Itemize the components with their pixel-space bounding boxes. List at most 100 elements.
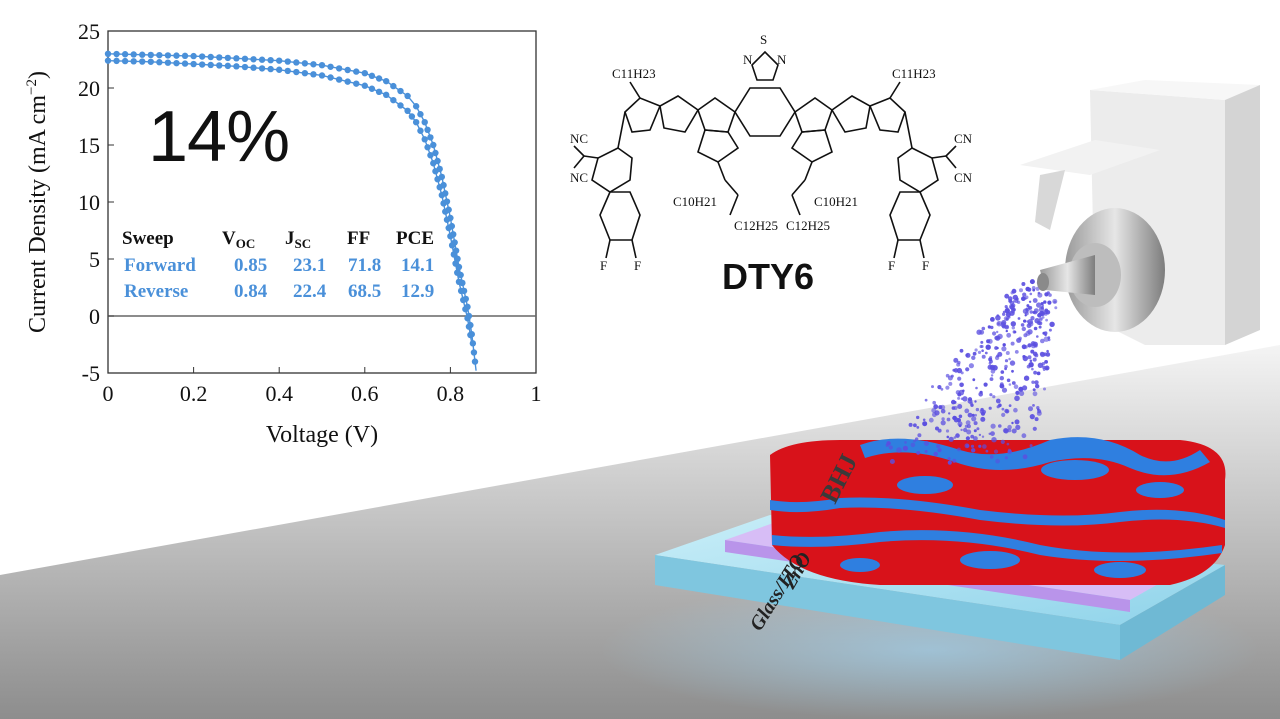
spray-nozzle <box>1020 80 1260 345</box>
spray-droplet <box>1028 406 1033 412</box>
data-point-reverse <box>465 323 473 330</box>
spray-droplet <box>933 404 939 410</box>
spray-droplet <box>940 387 944 391</box>
spray-droplet <box>1036 410 1042 416</box>
spray-droplet <box>1001 412 1006 417</box>
data-point-forward <box>181 52 189 60</box>
spray-droplet <box>948 381 953 386</box>
spray-droplet <box>1037 291 1041 295</box>
spray-droplet <box>1041 302 1044 305</box>
spray-droplet <box>957 376 962 381</box>
spray-droplet <box>1047 300 1052 305</box>
spray-droplet <box>1007 449 1012 454</box>
data-point-forward <box>164 52 172 59</box>
data-point-reverse <box>224 62 232 70</box>
spray-droplet <box>1006 442 1010 446</box>
spray-droplet <box>957 404 963 409</box>
spray-droplet <box>975 407 980 412</box>
spray-droplet <box>1032 388 1036 392</box>
spray-droplet <box>973 429 977 433</box>
spray-droplet <box>922 421 928 427</box>
spray-droplet <box>978 392 983 397</box>
data-point-reverse <box>434 176 441 183</box>
data-point-reverse <box>447 233 454 240</box>
spray-droplet <box>990 325 994 330</box>
spray-droplet <box>962 396 968 402</box>
spray-droplet <box>973 421 978 426</box>
spray-droplet <box>1005 351 1010 355</box>
data-point-forward <box>318 61 326 69</box>
data-point-forward <box>427 134 434 141</box>
data-point-forward <box>173 52 180 59</box>
spray-droplet <box>995 398 1001 404</box>
data-point-reverse <box>181 60 189 67</box>
spray-droplet <box>923 440 929 446</box>
data-point-reverse <box>216 62 223 69</box>
spray-droplet <box>1001 407 1005 411</box>
spray-droplet <box>946 417 951 422</box>
spray-droplet <box>1032 426 1037 431</box>
y-tick-label: 0 <box>89 304 100 329</box>
spray-droplet <box>971 355 976 360</box>
spray-droplet <box>985 449 989 453</box>
atom-label: C10H21 <box>673 194 717 209</box>
spray-droplet <box>989 393 993 397</box>
data-point-forward <box>233 55 240 62</box>
data-point-reverse <box>258 65 266 72</box>
data-point-reverse <box>310 71 317 78</box>
data-point-reverse <box>438 191 446 199</box>
spray-droplet <box>1014 395 1020 402</box>
spray-droplet <box>1037 408 1040 411</box>
data-point-reverse <box>368 85 376 92</box>
data-point-reverse <box>335 76 343 83</box>
data-point-forward <box>397 87 404 95</box>
spray-droplet <box>980 407 984 412</box>
spray-droplet <box>1039 310 1045 316</box>
spray-droplet <box>934 410 940 416</box>
spray-droplet <box>1022 292 1027 297</box>
atom-label: S <box>760 32 767 47</box>
spray-droplet <box>1014 419 1020 425</box>
spray-droplet <box>956 367 963 374</box>
data-point-forward <box>368 72 376 80</box>
spray-droplet <box>947 457 951 461</box>
spray-droplet <box>902 445 909 451</box>
data-point-forward <box>190 52 197 60</box>
spray-droplet <box>965 353 969 357</box>
spray-droplet <box>955 433 960 438</box>
spray-droplet <box>1020 323 1025 327</box>
spray-droplet <box>1022 454 1028 460</box>
data-point-reverse <box>130 58 137 65</box>
spray-droplet <box>960 428 963 432</box>
spray-droplet <box>1035 384 1040 389</box>
spray-droplet <box>1001 346 1007 352</box>
y-tick-label: 15 <box>78 133 100 158</box>
spray-droplet <box>960 397 964 401</box>
spray-droplet <box>998 403 1002 408</box>
series-layer <box>104 50 479 371</box>
spray-droplet <box>1002 343 1006 347</box>
spray-droplet <box>988 432 991 435</box>
spray-droplet <box>1011 369 1014 373</box>
spray-droplet <box>1028 362 1034 368</box>
spray-droplet <box>1006 410 1009 413</box>
y-tick-label: 25 <box>78 19 100 44</box>
data-point-reverse <box>147 58 154 65</box>
spray-droplet <box>981 349 984 353</box>
spray-droplet <box>981 326 986 331</box>
spray-droplet <box>924 450 928 453</box>
spray-droplet <box>1041 362 1046 366</box>
spray-droplet <box>1027 355 1032 360</box>
bhj-layer <box>770 437 1226 585</box>
table-cell: 12.9 <box>401 281 435 302</box>
spray-droplet <box>1008 404 1012 407</box>
spray-droplet <box>965 444 970 448</box>
data-point-forward <box>375 75 383 82</box>
spray-droplet <box>1008 357 1011 361</box>
spray-droplet <box>971 416 977 422</box>
spray-droplet <box>957 360 961 365</box>
spray-droplet <box>945 429 950 433</box>
spray-droplet <box>989 455 994 459</box>
spray-droplet <box>1040 306 1044 310</box>
data-point-reverse <box>375 88 383 96</box>
